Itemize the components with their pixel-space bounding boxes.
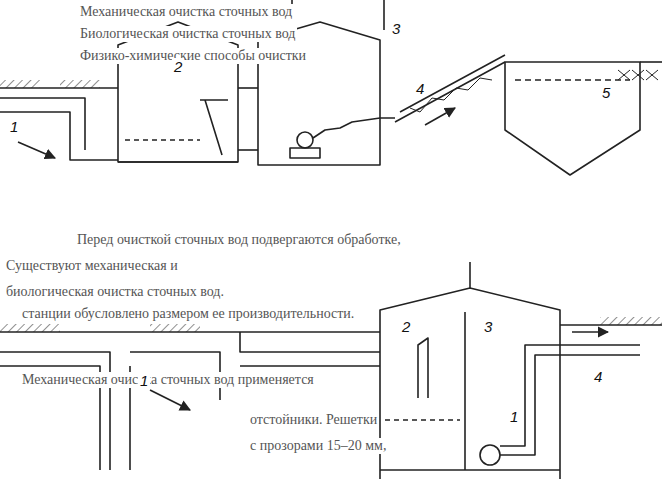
callout-number: 1: [508, 408, 520, 425]
pump: [480, 445, 500, 465]
body-text: станции обусловлено размером ее производ…: [20, 306, 356, 322]
ground-hatch: [150, 324, 200, 332]
callout-number: 4: [592, 368, 604, 385]
pressure-pipe: [500, 345, 640, 455]
conveyor: [395, 55, 505, 122]
ground-hatch: [600, 317, 662, 325]
ground-hatch: [60, 80, 100, 88]
ground-hatch: [0, 324, 60, 332]
inlet-screen: [418, 338, 428, 398]
callout-number: 2: [172, 58, 184, 75]
screen: [200, 100, 228, 155]
conveyor-truss: [410, 78, 492, 112]
sewer-pipe: [0, 352, 110, 470]
vent: [469, 262, 471, 288]
body-text: Механическая очистка сточных вод: [78, 4, 294, 20]
callout-number: 3: [482, 318, 494, 335]
fill-cross-hatch: [618, 70, 658, 80]
body-text: с прозорами 15–20 мм,: [248, 438, 388, 454]
callout-number: 3: [390, 20, 402, 37]
callout-number: 2: [400, 318, 412, 335]
body-text: отстойники. Решетки: [248, 412, 379, 428]
callout-number: 1: [8, 118, 20, 135]
water-level: [125, 139, 200, 141]
callout-number: 5: [600, 84, 612, 101]
callout-number: 4: [414, 80, 426, 97]
body-text: Физико-химические способы очистки: [78, 48, 308, 64]
scan-line: [383, 0, 385, 30]
water-level: [385, 419, 460, 421]
body-text: биологическая очистка сточных вод.: [4, 284, 226, 300]
inlet-pipe: [0, 98, 118, 160]
connecting-pipe: [238, 149, 258, 151]
flow-arrow: [150, 390, 190, 410]
callout-number: 1: [138, 372, 150, 389]
water-level: [515, 79, 630, 81]
body-text: Перед очисткой сточных вод подвергаются …: [75, 232, 403, 248]
body-text: Существуют механическая и: [4, 258, 180, 274]
pump-base: [290, 148, 320, 158]
partition: [464, 312, 466, 470]
floor: [380, 469, 560, 471]
flow-arrow: [572, 331, 608, 333]
ground-line: [640, 61, 662, 63]
body-text: Механическая очистка сточных вод применя…: [20, 372, 316, 388]
pressure-pipe: [313, 118, 395, 138]
pump-station-building: [380, 288, 560, 479]
body-text: Биологическая очистка сточных вод: [78, 26, 297, 42]
ground-line: [238, 87, 258, 89]
flow-arrow: [425, 108, 455, 125]
screen-building: [118, 22, 238, 162]
pump: [297, 132, 313, 148]
ground-hatch: [0, 80, 40, 88]
flow-arrow: [18, 142, 55, 158]
pump-building: [258, 22, 380, 165]
floor: [118, 161, 238, 163]
